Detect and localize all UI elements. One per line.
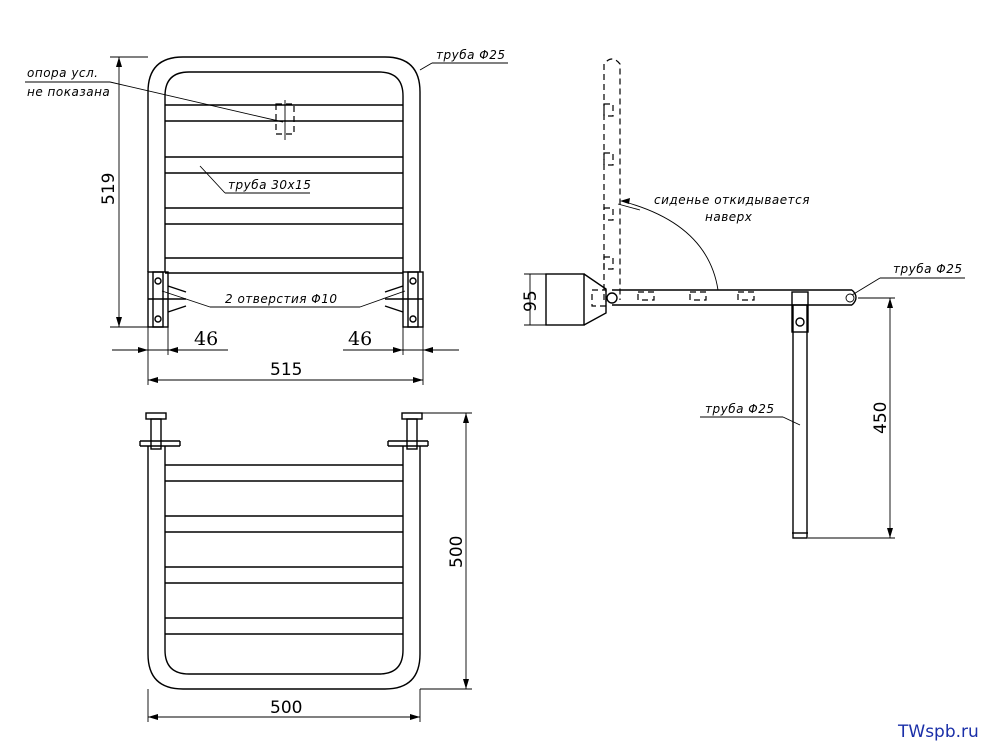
- dim-mount-95: 95: [521, 290, 541, 312]
- pipe-rect-label: труба 30х15: [228, 178, 311, 192]
- side-view: сиденье откидывается наверх труба Φ25 тр…: [521, 58, 965, 539]
- plan-view: 500 500: [139, 412, 472, 722]
- seat-flip-line2: наверх: [705, 210, 753, 224]
- pipe-leg-label: труба Φ25: [705, 402, 775, 416]
- holes-label: 2 отверстия Φ10: [225, 292, 338, 306]
- support-note-line1: опора усл.: [27, 66, 99, 80]
- dim-height-519: 519: [99, 173, 119, 205]
- pipe-side-label: труба Φ25: [893, 262, 963, 276]
- dim-offset-left-46: 46: [194, 328, 218, 350]
- dim-offset-right-46: 46: [348, 328, 372, 350]
- dim-width-515: 515: [270, 360, 302, 380]
- front-view: опора усл. не показана труба Φ25 труба 3…: [25, 48, 508, 385]
- pipe-top-label: труба Φ25: [436, 48, 506, 62]
- seat-flip-line1: сиденье откидывается: [654, 193, 810, 207]
- support-note-line2: не показана: [27, 85, 110, 99]
- dim-width-500: 500: [270, 698, 302, 718]
- dim-leg-450: 450: [871, 402, 891, 434]
- watermark: TWspb.ru: [897, 722, 979, 742]
- dim-depth-500: 500: [447, 536, 467, 568]
